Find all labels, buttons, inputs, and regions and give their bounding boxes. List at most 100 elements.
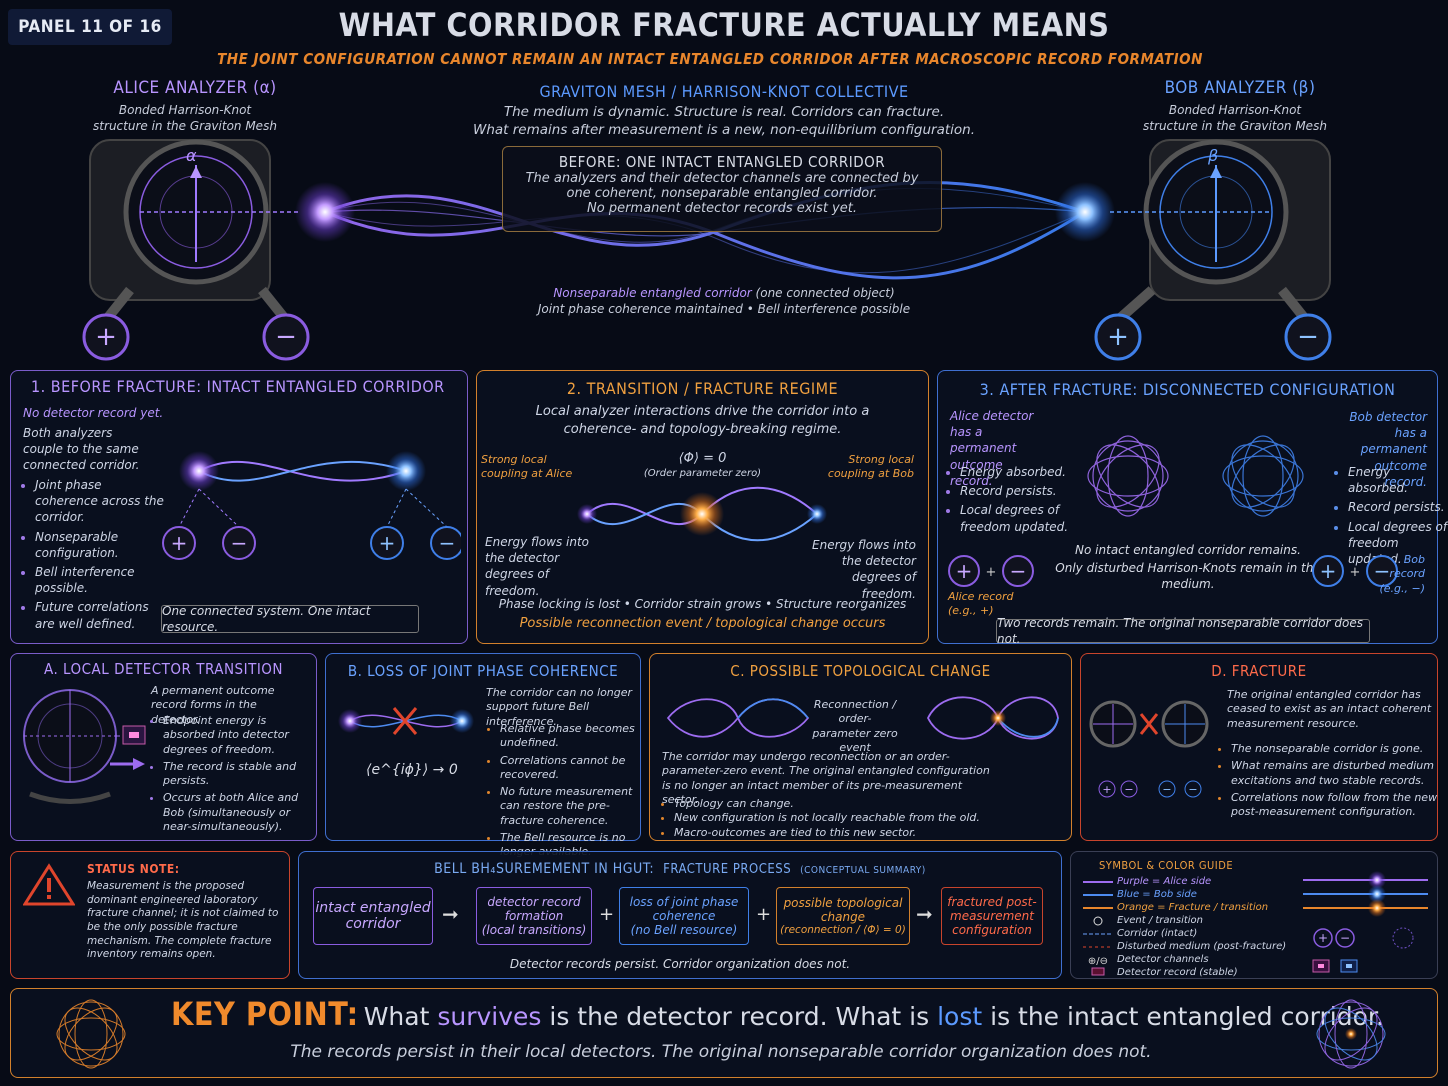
key-point-line: KEY POINT: What survives is the detector… (171, 995, 1384, 1033)
symbol-guide: SYMBOL & COLOR GUIDE ⊕/⊖ Purple = Alice … (1070, 851, 1438, 979)
svg-text:−: − (275, 322, 297, 352)
svg-text:−: − (1188, 783, 1197, 796)
panel-local-detector-transition: A. LOCAL DETECTOR TRANSITION A permanent… (10, 653, 317, 841)
bob-analyzer-device (1110, 139, 1331, 324)
process-title-c: (CONCEPTUAL SUMMARY) (800, 865, 926, 876)
svg-text:+: + (95, 322, 117, 352)
warning-icon (23, 863, 75, 906)
process-step-topology-b: (reconnection / ⟨Φ⟩ = 0) (780, 924, 906, 936)
pa-bullet: Occurs at both Alice and Bob (simultaneo… (163, 791, 321, 834)
pb-eq: ⟨e^{iϕ}⟩ → 0 (366, 762, 458, 778)
pd-bullet: What remains are disturbed medium excita… (1231, 759, 1445, 788)
svg-text:+: + (171, 531, 188, 555)
pb-bullets: Relative phase becomes undefined. Correl… (488, 722, 650, 863)
p1-bullet: Bell interference possible. (35, 564, 165, 596)
p3-right-bullet: Energy absorbed. (1348, 464, 1448, 496)
pd-fracture-diagram: + − − − (1089, 700, 1209, 798)
alice-symbol: α (186, 146, 197, 165)
svg-text:+: + (1107, 322, 1129, 352)
process-title-b: FRACTURE PROCESS (663, 862, 792, 877)
p1-corridor-diagram: + − + − (162, 451, 461, 560)
pd-bullet: The nonseparable corridor is gone. (1231, 742, 1445, 756)
pb-bullet: Relative phase becomes undefined. (500, 722, 650, 751)
process-summary: BELL BH₄SUREMEMENT IN HGUT: FRACTURE PRO… (298, 851, 1062, 979)
legend-title: SYMBOL & COLOR GUIDE (1099, 859, 1234, 872)
alice-desc: Bonded Harrison-Knot structure in the Gr… (93, 103, 277, 134)
svg-text:+: + (379, 531, 396, 555)
svg-text:⊕/⊖: ⊕/⊖ (1088, 956, 1108, 967)
alice-title: ALICE ANALYZER (α) (113, 78, 277, 98)
svg-text:−: − (439, 531, 456, 555)
process-step-coherence: loss of joint phase coherence (no Bell r… (619, 887, 749, 945)
p2-intro-2: coherence- and topology-breaking regime. (563, 422, 842, 437)
purple-blue-knot-icon (1316, 999, 1386, 1069)
process-step-topology-a: possible topological change (783, 896, 903, 924)
mesh-line-2: What remains after measurement is a new,… (472, 122, 976, 138)
process-step-record: detector record formation (local transit… (476, 887, 592, 945)
panel-transition: 2. TRANSITION / FRACTURE REGIME Local an… (476, 370, 929, 644)
p3-right-bullet: Local degrees of freedom updated. (1348, 519, 1448, 568)
legend-items: Purple = Alice side Blue = Bob side Oran… (1117, 875, 1286, 979)
pa-detector-diagram (23, 689, 146, 804)
legend-item: Disturbed medium (post-fracture) (1117, 941, 1287, 952)
legend-item: Event / transition (1117, 915, 1204, 926)
p2-center-note: (Order parameter zero) (643, 468, 762, 479)
p3-left-bullet: Record persists. (960, 483, 1072, 499)
p1-bullet: Future correlations are well defined. (35, 599, 165, 631)
status-note: STATUS NOTE: Measurement is the proposed… (10, 851, 290, 979)
p3-footer: Two records remain. The original nonsepa… (996, 616, 1370, 646)
process-arrow-1: ➞ (442, 902, 459, 926)
process-title: BELL BH₄SUREMEMENT IN HGUT: FRACTURE PRO… (299, 861, 1061, 877)
before-box-title: BEFORE: ONE INTACT ENTANGLED CORRIDOR (558, 153, 886, 171)
p2-center-eq: ⟨Φ⟩ = 0 (678, 451, 727, 466)
p2-line-1: Phase locking is lost • Corridor strain … (498, 597, 907, 611)
pd-title: D. FRACTURE (1211, 662, 1307, 680)
pc-bullet: Macro-outcomes are tied to this new sect… (674, 826, 1074, 840)
p3-right-bullet: Record persists. (1348, 499, 1448, 515)
p3-mid-2: Only disturbed Harrison-Knots remain in … (1055, 561, 1321, 592)
svg-text:−: − (1162, 783, 1171, 796)
p1-footer: One connected system. One intact resourc… (161, 604, 419, 634)
panel-fracture: D. FRACTURE + − − − The original entangl… (1080, 653, 1438, 841)
pc-text: The corridor may undergo reconnection or… (662, 750, 990, 806)
p2-fracture-diagram (577, 486, 827, 542)
pb-broken-corridor (338, 707, 474, 735)
corridor-caption-a: Nonseparable entangled corridor (553, 286, 752, 300)
mesh-line-1: The medium is dynamic. Structure is real… (503, 104, 945, 120)
p3-left-bullets: Energy absorbed. Record persists. Local … (948, 464, 1072, 538)
process-step-topology: possible topological change (reconnectio… (776, 887, 910, 945)
svg-text:−: − (1297, 322, 1319, 352)
before-box-line-3: No permanent detector records exist yet. (587, 201, 857, 216)
p3-alice-lead: Alice detector has a permanent outcome r… (950, 409, 1034, 488)
p3-left-bullet: Energy absorbed. (960, 464, 1072, 480)
p2-line-2: Possible reconnection event / topologica… (519, 616, 886, 631)
pd-intro: The original entangled corridor has ceas… (1227, 688, 1432, 730)
pa-bullet: Endpoint energy is absorbed into detecto… (163, 714, 321, 757)
legend-swatches: ⊕/⊖ (1083, 881, 1113, 976)
p3-left-bullet: Local degrees of freedom updated. (960, 502, 1072, 534)
pa-bullets: Endpoint energy is absorbed into detecto… (151, 714, 321, 837)
legend-item: Corridor (intact) (1117, 928, 1198, 939)
legend-graphics: + − (1303, 871, 1428, 973)
corridor-caption-b: (one connected object) (751, 286, 895, 300)
top-detector-ports: + − + − (82, 313, 1332, 361)
svg-text:−: − (1374, 559, 1391, 583)
pb-bullet: No future measurement can restore the pr… (500, 785, 650, 828)
key-sub: The records persist in their local detec… (290, 1042, 1152, 1062)
svg-text:−: − (1010, 559, 1027, 583)
process-step-record-b: (local transitions) (481, 923, 587, 937)
svg-text:+: + (1102, 783, 1111, 796)
pa-bullet: The record is stable and persists. (163, 760, 321, 789)
p2-right-energy: Energy flows into the detector degrees o… (812, 538, 916, 601)
p3-right-bullets: Energy absorbed. Record persists. Local … (1336, 464, 1448, 570)
pd-bullet: Correlations now follow from the new pos… (1231, 791, 1445, 820)
p1-bullets: Joint phase coherence across the corrido… (23, 477, 165, 635)
process-step-intact: intact entangled corridor (313, 887, 433, 945)
svg-text:−: − (1124, 783, 1133, 796)
svg-text:−: − (1340, 931, 1350, 945)
pc-bullets: Topology can change. New configuration i… (662, 797, 1074, 840)
pb-bullet: Correlations cannot be recovered. (500, 754, 650, 783)
status-text: Measurement is the proposed dominant eng… (87, 880, 279, 961)
pa-title: A. LOCAL DETECTOR TRANSITION (43, 660, 284, 678)
